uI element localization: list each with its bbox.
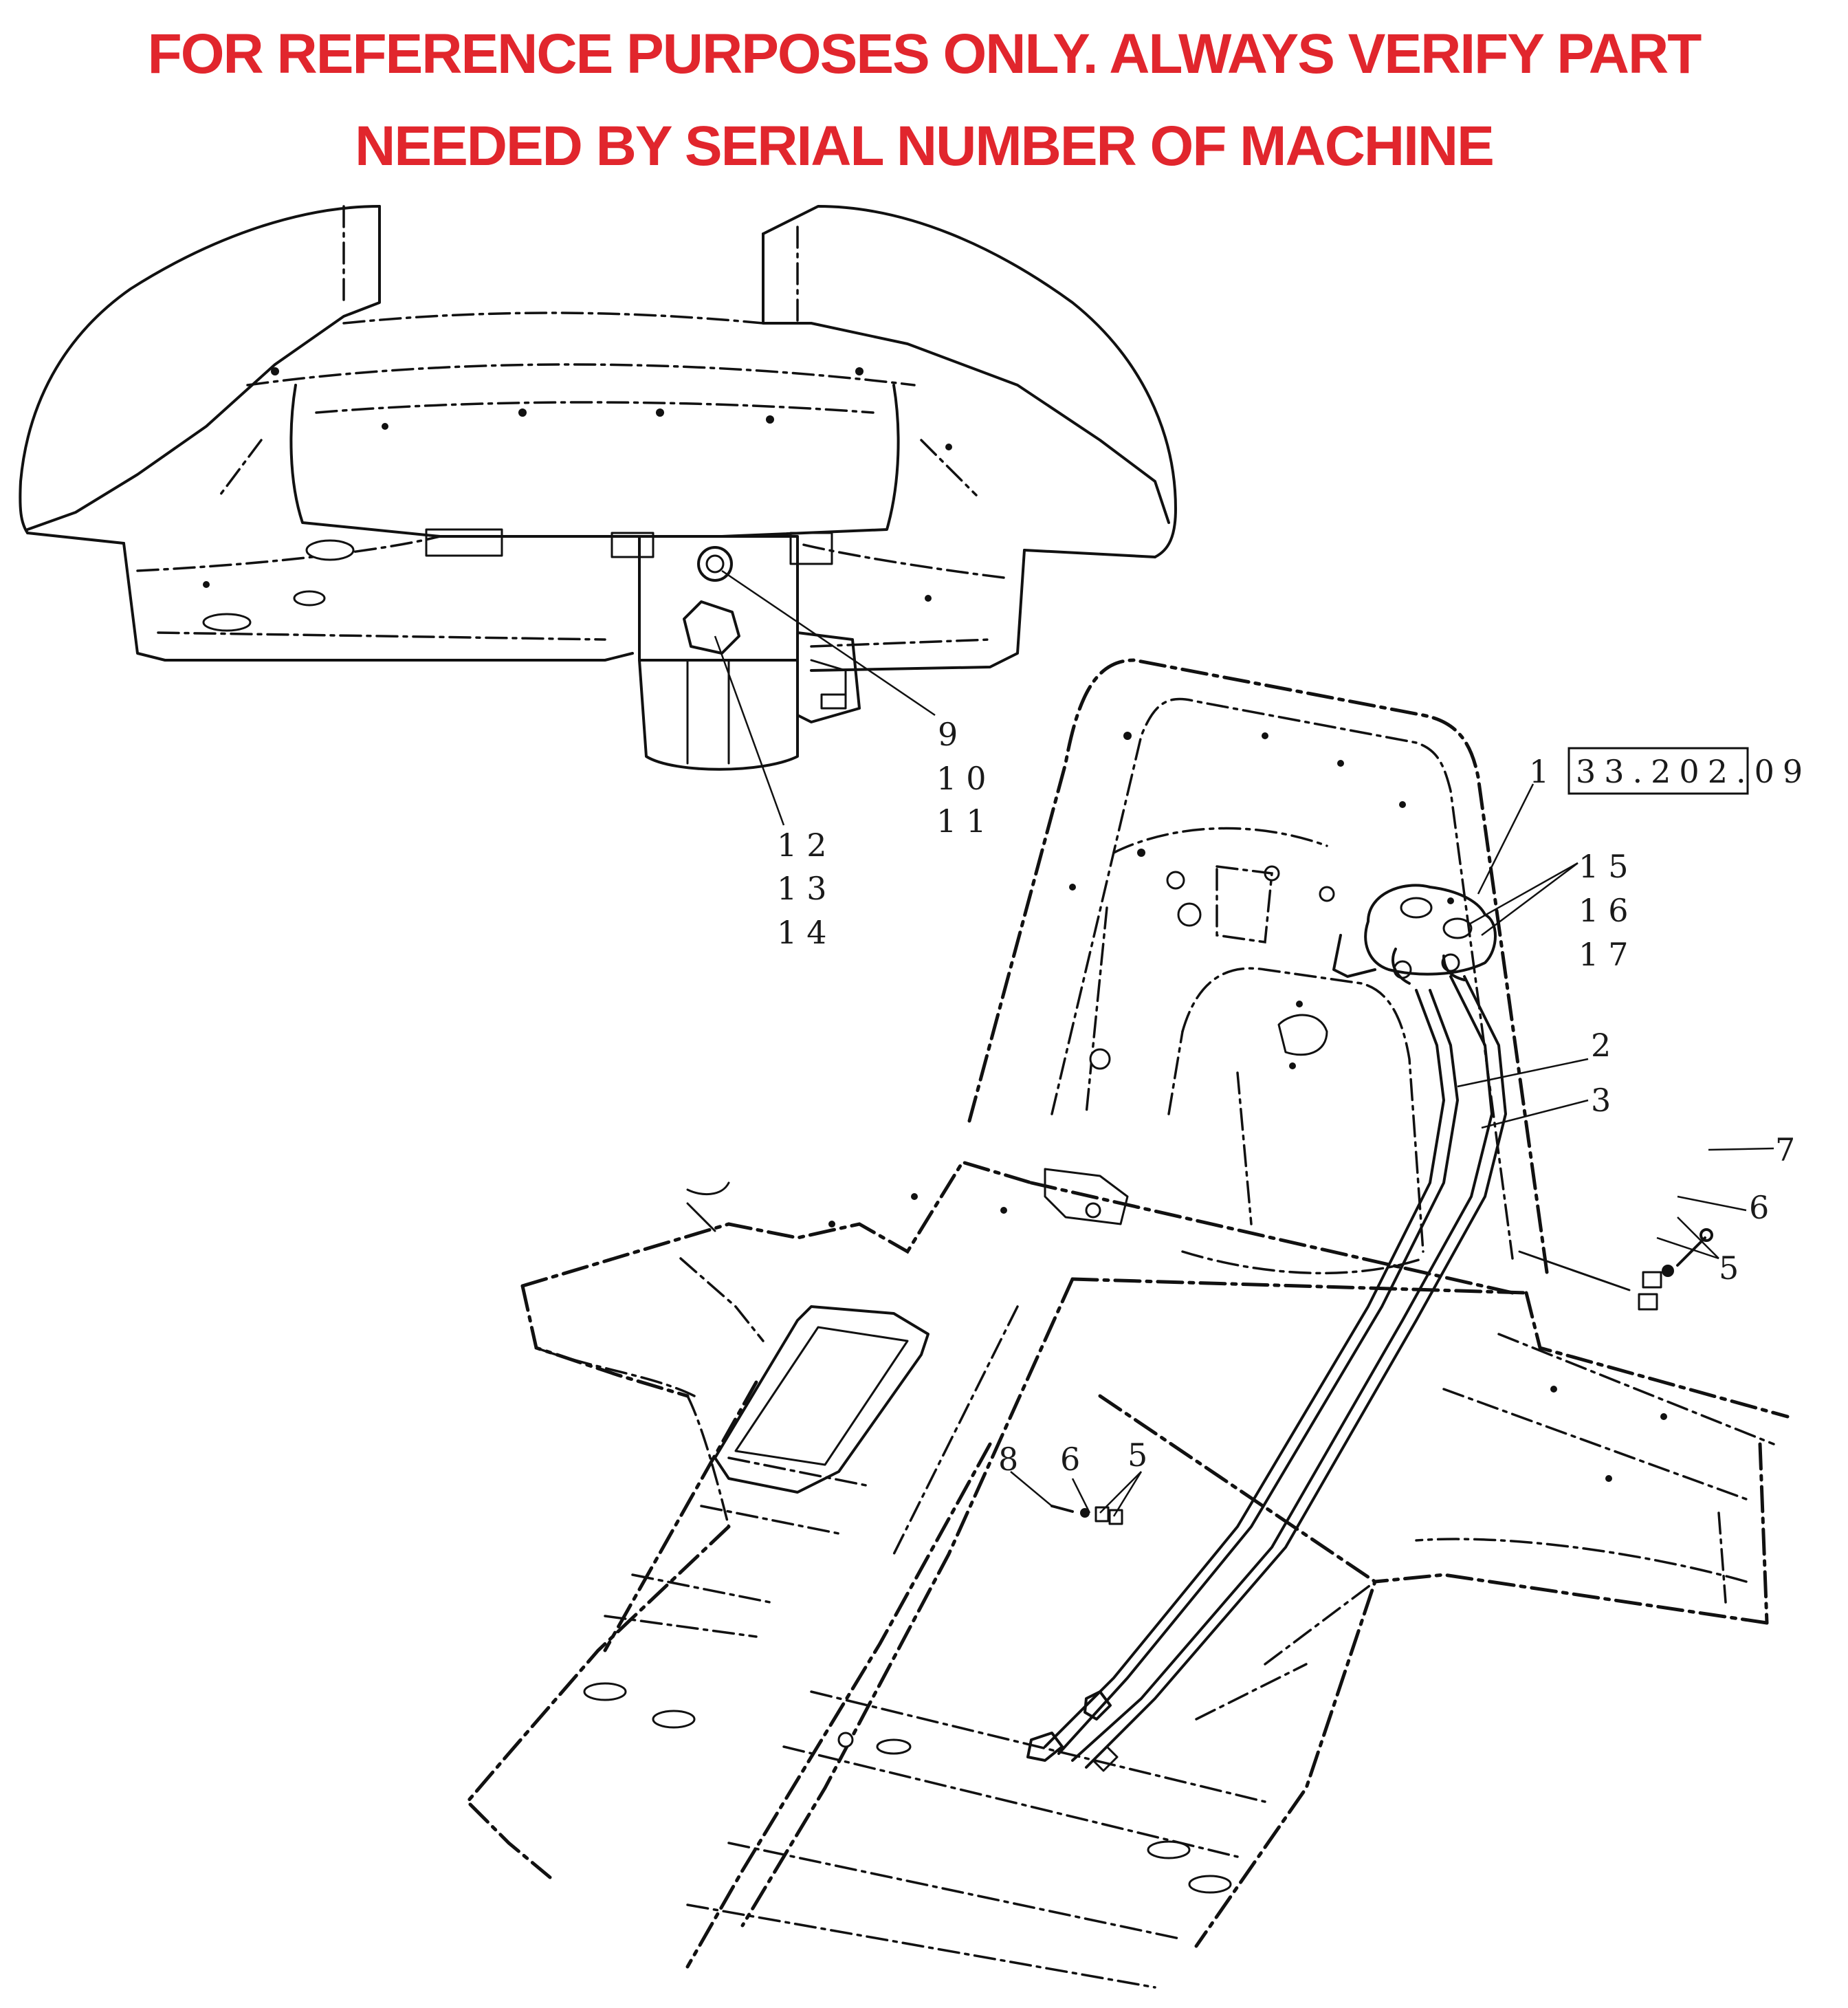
callout-6-right: 6 — [1749, 1189, 1779, 1226]
callout-12: 12 — [777, 827, 837, 864]
callout-10: 10 — [936, 760, 996, 797]
callout-17: 17 — [1578, 936, 1638, 973]
callout-6-center: 6 — [1060, 1441, 1090, 1478]
callout-5-right: 5 — [1719, 1249, 1748, 1287]
leader-lines — [714, 569, 1774, 1517]
valve-block — [638, 535, 861, 771]
callout-11: 11 — [936, 803, 996, 840]
callout-15: 15 — [1578, 848, 1638, 885]
callout-2: 2 — [1591, 1027, 1620, 1064]
reference-notice-line-1: FOR REFERENCE PURPOSES ONLY. ALWAYS VERI… — [147, 23, 1702, 85]
callout-3: 3 — [1591, 1082, 1620, 1119]
callout-1: 1 — [1529, 753, 1559, 790]
reference-box-label: 33.202.09 — [1576, 753, 1811, 790]
reference-notice-line-2: NEEDED BY SERIAL NUMBER OF MACHINE — [355, 115, 1495, 177]
reference-box: 33.202.09 — [1568, 747, 1811, 795]
upper-fender-assembly — [19, 205, 1177, 672]
callout-labels: 9 10 11 12 13 14 1 15 16 17 2 3 7 6 5 8 … — [777, 716, 1805, 1478]
cab-frame-assembly — [465, 658, 1790, 1989]
callout-9: 9 — [938, 716, 967, 753]
callout-8: 8 — [998, 1441, 1028, 1478]
callout-7: 7 — [1775, 1131, 1805, 1168]
callout-5-center: 5 — [1128, 1437, 1157, 1474]
callout-16: 16 — [1578, 892, 1638, 929]
callout-14: 14 — [777, 914, 837, 951]
callout-13: 13 — [777, 870, 837, 907]
